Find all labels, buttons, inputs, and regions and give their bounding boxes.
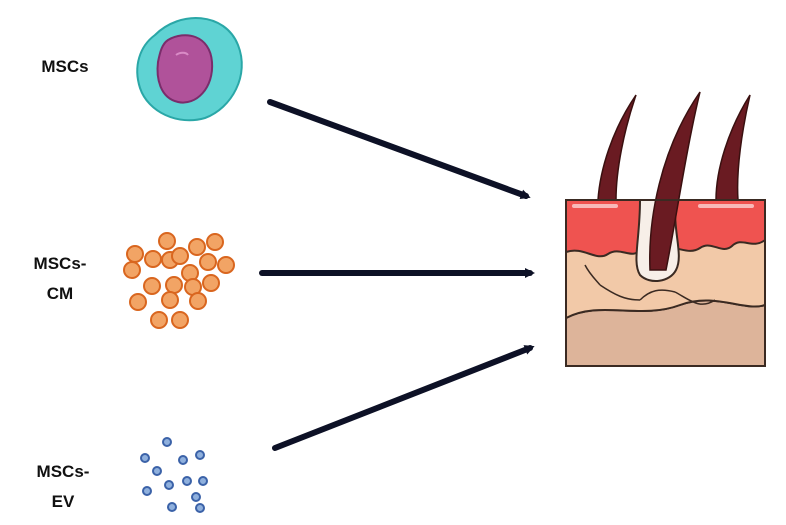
stem-cell-icon bbox=[136, 17, 243, 122]
label-mscs-ev-line2: EV bbox=[51, 492, 75, 511]
arrow-mscs-ev bbox=[272, 345, 535, 451]
label-mscs: MSCs bbox=[20, 52, 110, 82]
blue-vesicles-icon bbox=[140, 437, 208, 513]
label-mscs-cm-line2: CM bbox=[46, 284, 74, 303]
label-mscs-cm: MSCs- CM bbox=[15, 249, 105, 309]
label-mscs-text: MSCs bbox=[41, 57, 89, 76]
arrow-mscs bbox=[267, 99, 531, 199]
label-mscs-cm-line1: MSCs- bbox=[33, 254, 87, 273]
label-mscs-ev-line1: MSCs- bbox=[36, 462, 90, 481]
orange-particles-icon bbox=[123, 232, 235, 329]
skin-hair-follicle-icon bbox=[565, 91, 766, 367]
label-mscs-ev: MSCs- EV bbox=[18, 457, 108, 517]
